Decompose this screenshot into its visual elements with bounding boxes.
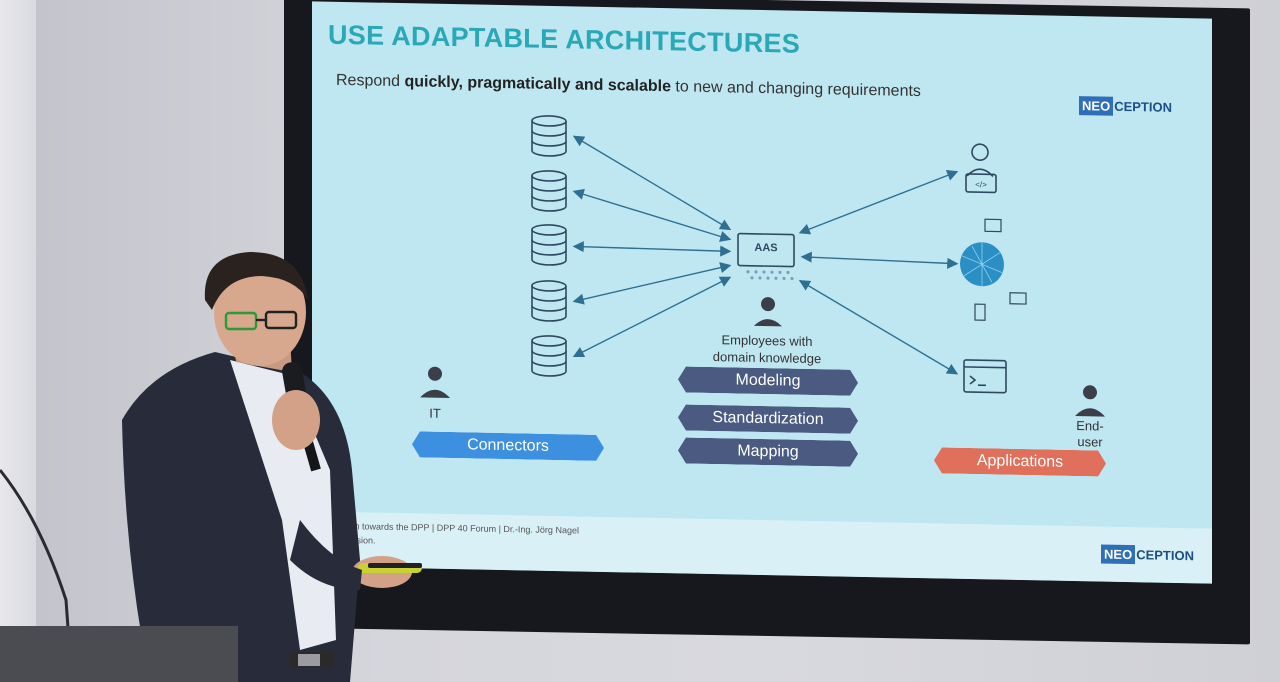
slide-footer-text-2: passion. (342, 534, 376, 546)
connection-arrows-left (572, 135, 732, 358)
person-icon (1075, 385, 1105, 417)
developer-icon: </> (965, 143, 997, 194)
connection-arrows-right (798, 170, 959, 375)
aas-label: AAS (754, 242, 777, 254)
aas-node-icon: AAS (737, 232, 795, 281)
logo-neo: NEO (1101, 544, 1136, 565)
wall-edge (0, 0, 36, 682)
terminal-icon (963, 359, 1007, 394)
presentation-slide: USE ADAPTABLE ARCHITECTURES Respond quic… (312, 1, 1212, 584)
database-icon (531, 170, 567, 212)
person-icon (420, 366, 450, 399)
globe-icon (960, 218, 1027, 321)
database-icon (531, 280, 567, 322)
it-label: IT (429, 405, 441, 421)
database-icon (531, 335, 567, 377)
database-icon (531, 115, 567, 157)
lectern (0, 626, 238, 682)
employees-label-line2: domain knowledge (712, 349, 822, 367)
modeling-pill: Modeling (678, 366, 858, 395)
applications-pill: Applications (934, 447, 1106, 476)
enduser-label: End- user (1070, 418, 1110, 451)
database-icon (531, 224, 567, 266)
person-icon (754, 297, 782, 327)
enduser-label-line1: End- (1076, 418, 1104, 434)
connectors-pill: Connectors (412, 431, 604, 461)
logo-rest: CEPTION (1136, 547, 1194, 564)
enduser-label-line2: user (1077, 434, 1103, 450)
mapping-pill: Mapping (678, 437, 858, 466)
svg-text:</>: </> (975, 180, 987, 189)
standardization-pill: Standardization (678, 404, 858, 433)
architecture-diagram: AAS </> (420, 115, 1105, 417)
employees-label: Employees with domain knowledge (707, 331, 827, 367)
